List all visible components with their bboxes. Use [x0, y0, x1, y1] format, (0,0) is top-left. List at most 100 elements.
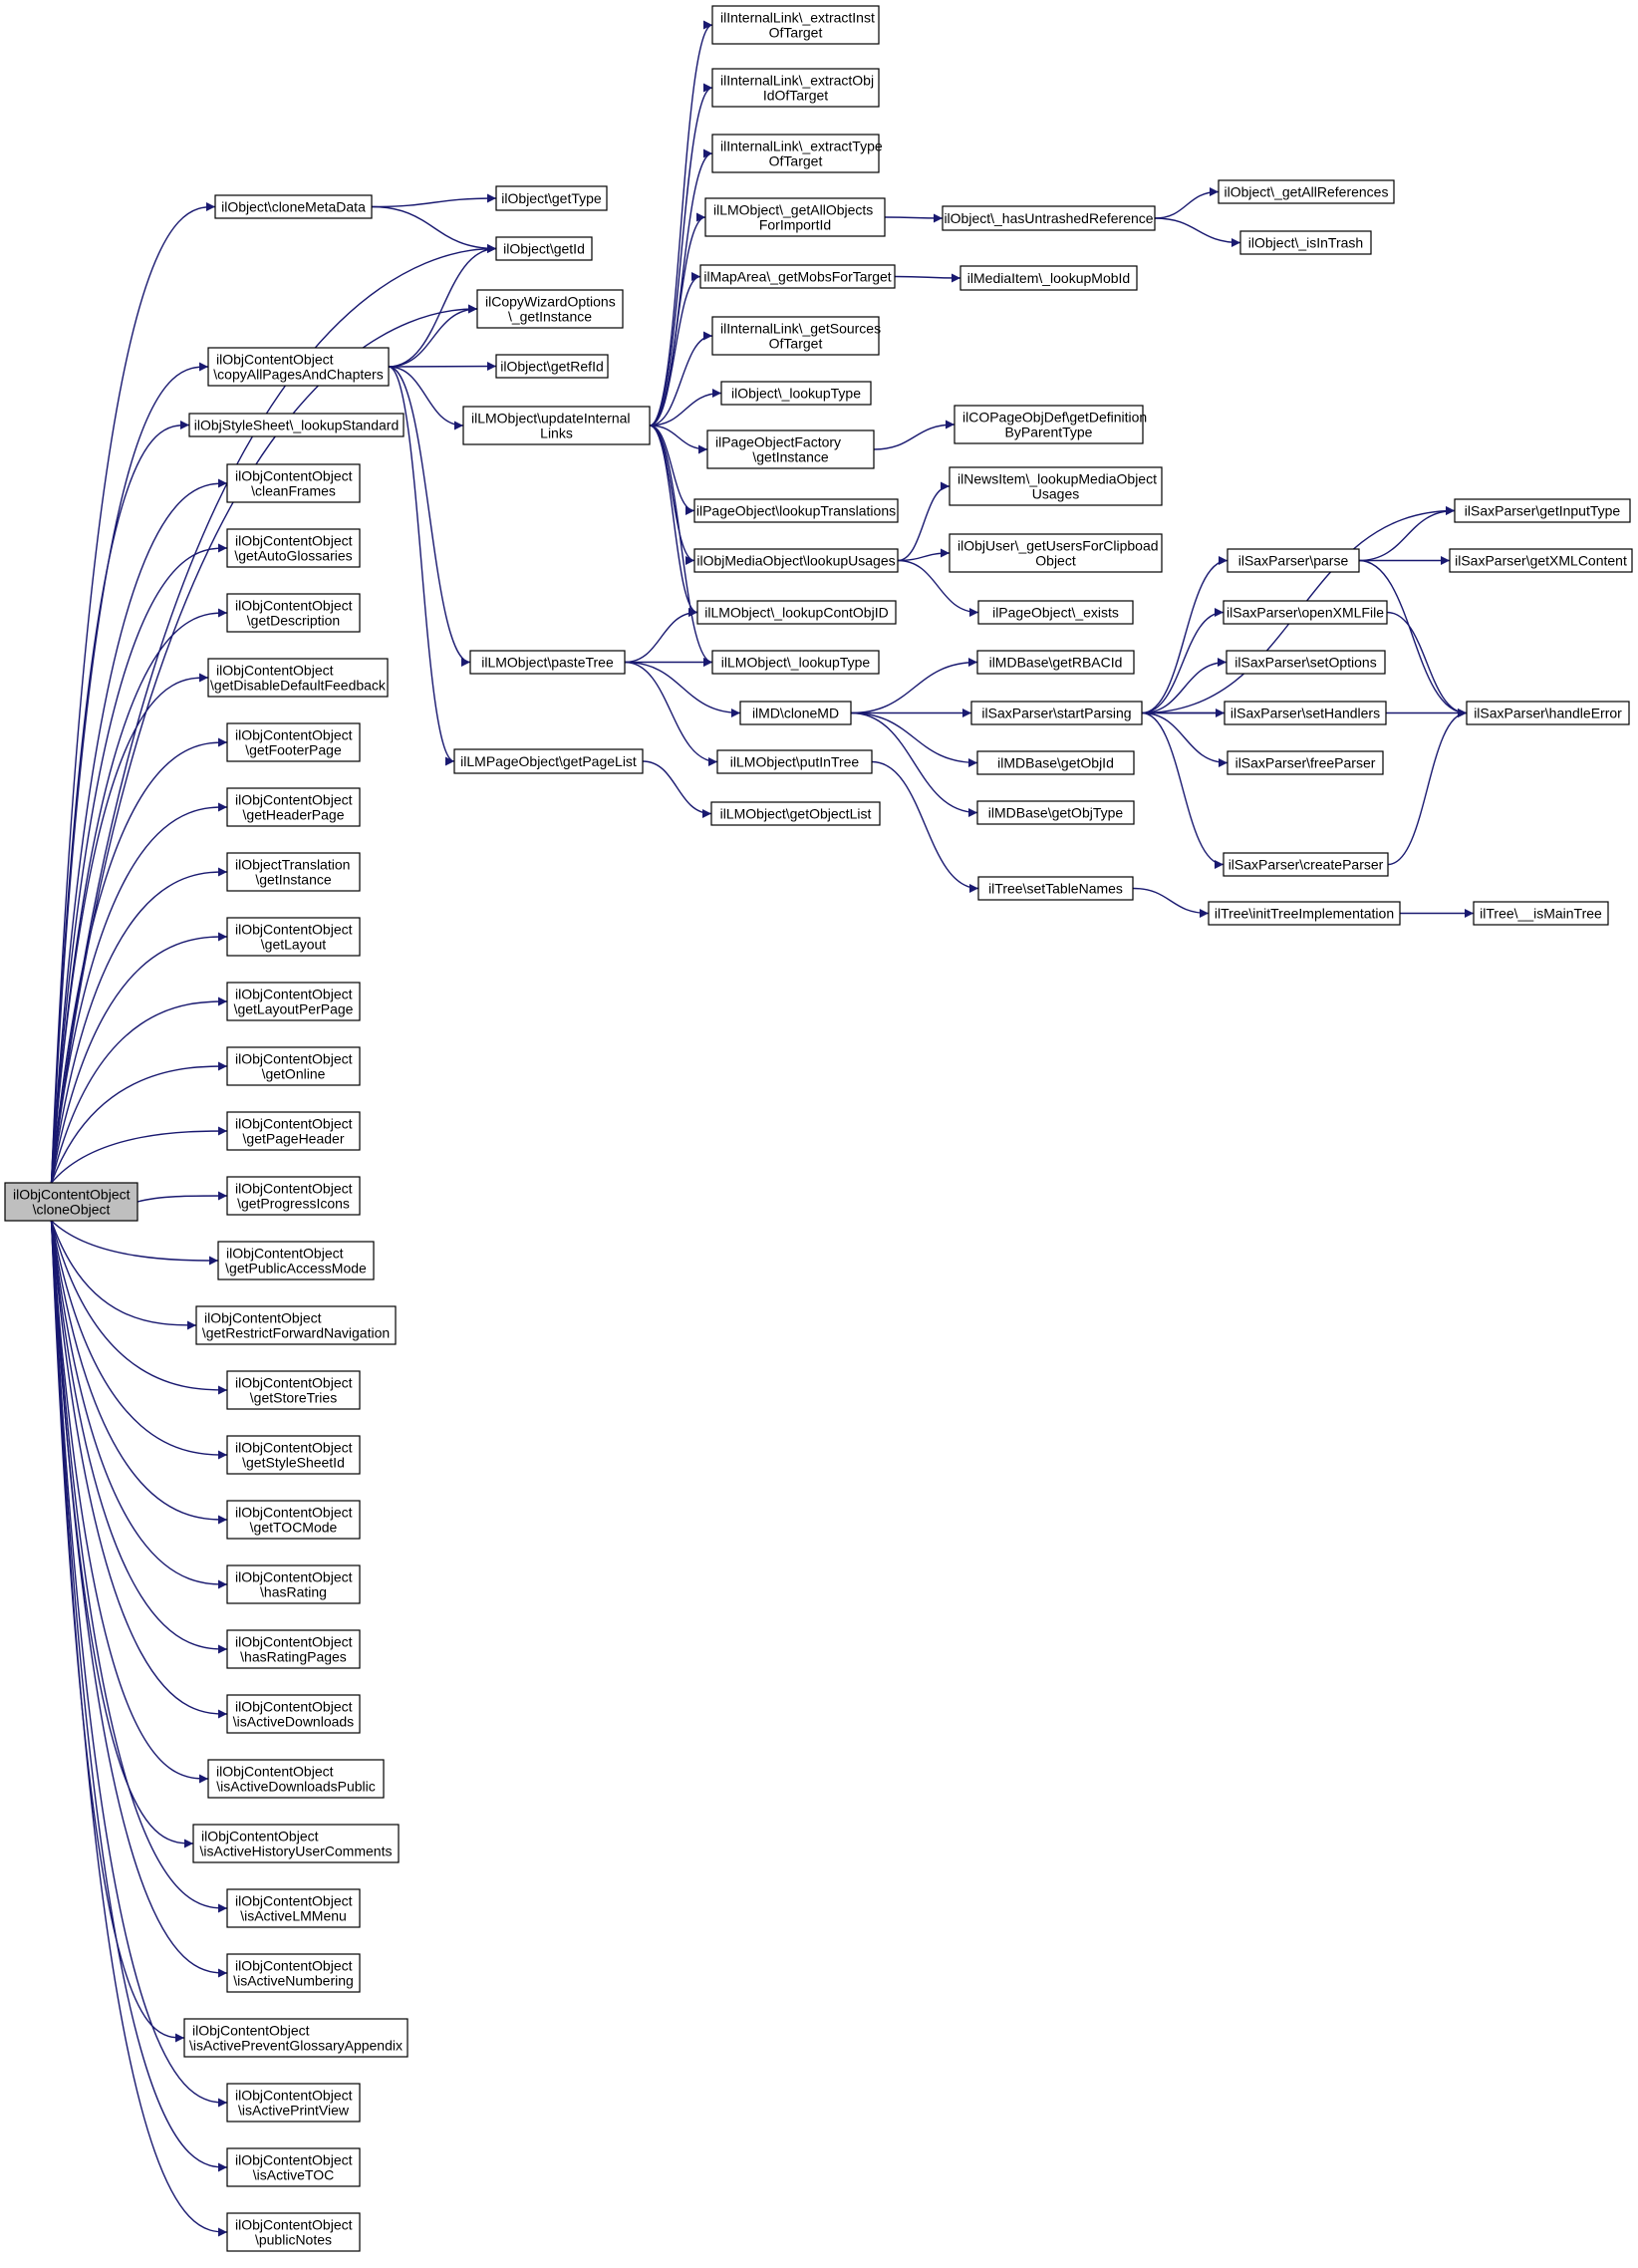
- edge-sxcp-to-sxhe: [1387, 709, 1468, 866]
- node-omolu[interactable]: ilObjMediaObject\lookupUsages: [693, 548, 899, 573]
- node-root[interactable]: ilObjContentObject\cloneObject: [4, 1182, 138, 1222]
- node-lmpit[interactable]: ilLMObject\putInTree: [716, 749, 873, 774]
- node-polt[interactable]: ilPageObject\lookupTranslations: [693, 498, 899, 523]
- node-mdot[interactable]: ilMDBase\getObjType: [976, 800, 1135, 825]
- edge-uil-to-lmgao: [649, 212, 706, 426]
- node-titi[interactable]: ilTree\initTreeImplementation: [1208, 901, 1401, 926]
- node-c7[interactable]: ilObjectTranslation\getInstance: [226, 852, 361, 892]
- node-c14[interactable]: ilObjContentObject\getRestrictForwardNav…: [195, 1305, 397, 1345]
- node-c22[interactable]: ilObjContentObject\isActiveHistoryUserCo…: [192, 1824, 400, 1863]
- node-c6[interactable]: ilObjContentObject\getHeaderPage: [226, 787, 361, 827]
- node-c23[interactable]: ilObjContentObject\isActiveLMMenu: [226, 1888, 361, 1928]
- node-c4[interactable]: ilObjContentObject\getDisableDefaultFeed…: [207, 658, 389, 698]
- node-c19[interactable]: ilObjContentObject\hasRatingPages: [226, 1629, 361, 1669]
- node-sxsp[interactable]: ilSaxParser\startParsing: [970, 701, 1143, 725]
- node-oiit[interactable]: ilObject\_isInTrash: [1239, 230, 1372, 255]
- node-capc[interactable]: ilObjContentObject\copyAllPagesAndChapte…: [207, 347, 390, 387]
- node-c18[interactable]: ilObjContentObject\hasRating: [226, 1564, 361, 1604]
- node-box: [710, 801, 881, 826]
- node-sxgx[interactable]: ilSaxParser\getXMLContent: [1449, 548, 1633, 573]
- node-lmgol[interactable]: ilLMObject\getObjectList: [710, 801, 881, 826]
- node-sxcp[interactable]: ilSaxParser\createParser: [1223, 852, 1389, 877]
- node-c8[interactable]: ilObjContentObject\getLayout: [226, 917, 361, 957]
- node-c9[interactable]: ilObjContentObject\getLayoutPerPage: [226, 982, 361, 1021]
- node-pof[interactable]: ilPageObjectFactory\getInstance: [706, 429, 875, 469]
- node-gtype[interactable]: ilObject\getType: [495, 185, 608, 211]
- node-c20[interactable]: ilObjContentObject\isActiveDownloads: [226, 1694, 361, 1734]
- node-label-line-2: \cloneObject: [33, 1202, 111, 1218]
- node-c5[interactable]: ilObjContentObject\getFooterPage: [226, 722, 361, 762]
- node-grefid[interactable]: ilObject\getRefId: [495, 354, 609, 379]
- node-ssls[interactable]: ilObjStyleSheet\_lookupStandard: [188, 413, 405, 437]
- node-c16[interactable]: ilObjContentObject\getStyleSheetId: [226, 1435, 361, 1475]
- node-sxsh[interactable]: ilSaxParser\setHandlers: [1224, 701, 1387, 725]
- node-timt[interactable]: ilTree\__isMainTree: [1473, 901, 1609, 926]
- node-mdoi[interactable]: ilMDBase\getObjId: [976, 750, 1135, 775]
- node-gid[interactable]: ilObject\getId: [495, 236, 593, 261]
- node-label-line-2: \getTOCMode: [250, 1520, 338, 1536]
- node-c1[interactable]: ilObjContentObject\cleanFrames: [226, 463, 361, 503]
- node-sxso[interactable]: ilSaxParser\setOptions: [1226, 650, 1386, 675]
- node-mamt[interactable]: ilMapArea\_getMobsForTarget: [699, 264, 896, 289]
- node-box: [704, 197, 886, 237]
- node-c3[interactable]: ilObjContentObject\getDescription: [226, 593, 361, 633]
- node-label-line-1: ilTree\setTableNames: [988, 881, 1123, 897]
- edge-root-to-c4: [50, 673, 209, 1184]
- node-c27[interactable]: ilObjContentObject\isActiveTOC: [226, 2147, 361, 2187]
- node-label-line-1: ilObject\cloneMetaData: [221, 199, 366, 215]
- node-pt[interactable]: ilLMObject\pasteTree: [469, 650, 626, 675]
- node-c17[interactable]: ilObjContentObject\getTOCMode: [226, 1500, 361, 1540]
- node-c25[interactable]: ilObjContentObject\isActivePreventGlossa…: [183, 2018, 409, 2058]
- node-sxgi[interactable]: ilSaxParser\getInputType: [1454, 498, 1631, 523]
- edge-omolu-to-poex: [897, 559, 979, 617]
- node-sxfp[interactable]: ilSaxParser\freeParser: [1227, 750, 1384, 775]
- edge-sxox-to-sxhe: [1386, 611, 1468, 717]
- node-cwo[interactable]: ilCopyWizardOptions\_getInstance: [476, 289, 624, 329]
- node-tstn[interactable]: ilTree\setTableNames: [977, 876, 1134, 901]
- node-milm[interactable]: ilMediaItem\_lookupMobId: [959, 265, 1138, 291]
- node-c13[interactable]: ilObjContentObject\getPublicAccessMode: [217, 1241, 375, 1280]
- node-c12[interactable]: ilObjContentObject\getProgressIcons: [226, 1176, 361, 1216]
- node-lmlco[interactable]: ilLMObject\_lookupContObjID: [696, 600, 897, 625]
- edge-omolu-to-oufc: [897, 548, 951, 562]
- node-label-line-2: \getRestrictForwardNavigation: [202, 1325, 390, 1341]
- node-box: [226, 982, 361, 1021]
- node-box: [226, 1953, 361, 1993]
- node-sxhe[interactable]: ilSaxParser\handleError: [1466, 701, 1630, 725]
- node-c24[interactable]: ilObjContentObject\isActiveNumbering: [226, 1953, 361, 1993]
- node-sxox[interactable]: ilSaxParser\openXMLFile: [1223, 600, 1388, 625]
- node-lmlt[interactable]: ilLMObject\_lookupType: [711, 650, 880, 675]
- edge-cmd-to-gid: [371, 205, 497, 253]
- node-lmpgl[interactable]: ilLMPageObject\getPageList: [453, 748, 644, 774]
- node-c2[interactable]: ilObjContentObject\getAutoGlossaries: [226, 528, 361, 568]
- node-ohur[interactable]: ilObject\_hasUntrashedReference: [942, 205, 1156, 231]
- node-mdrb[interactable]: ilMDBase\getRBACId: [976, 650, 1135, 675]
- node-c21[interactable]: ilObjContentObject\isActiveDownloadsPubl…: [207, 1759, 385, 1799]
- node-sxpa[interactable]: ilSaxParser\parse: [1227, 548, 1360, 573]
- node-label-line-1: ilSaxParser\getXMLContent: [1455, 553, 1627, 569]
- node-olt[interactable]: ilObject\_lookupType: [720, 381, 872, 406]
- edge-root-to-c16: [50, 1220, 228, 1460]
- node-box: [4, 1182, 138, 1222]
- node-box: [226, 528, 361, 568]
- node-c28[interactable]: ilObjContentObject\publicNotes: [226, 2212, 361, 2252]
- node-c11[interactable]: ilObjContentObject\getPageHeader: [226, 1111, 361, 1151]
- node-cmd[interactable]: ilObject\cloneMetaData: [214, 194, 373, 219]
- node-c26[interactable]: ilObjContentObject\isActivePrintView: [226, 2083, 361, 2123]
- node-c10[interactable]: ilObjContentObject\getOnline: [226, 1046, 361, 1086]
- node-poex[interactable]: ilPageObject\_exists: [977, 600, 1134, 625]
- node-mdcl[interactable]: ilMD\cloneMD: [739, 701, 852, 725]
- edge-uil-to-ilgst: [649, 331, 713, 426]
- node-c15[interactable]: ilObjContentObject\getStoreTries: [226, 1370, 361, 1410]
- node-ogar[interactable]: ilObject\_getAllReferences: [1218, 179, 1395, 204]
- node-label-line-1: ilObject\_getAllReferences: [1225, 184, 1389, 200]
